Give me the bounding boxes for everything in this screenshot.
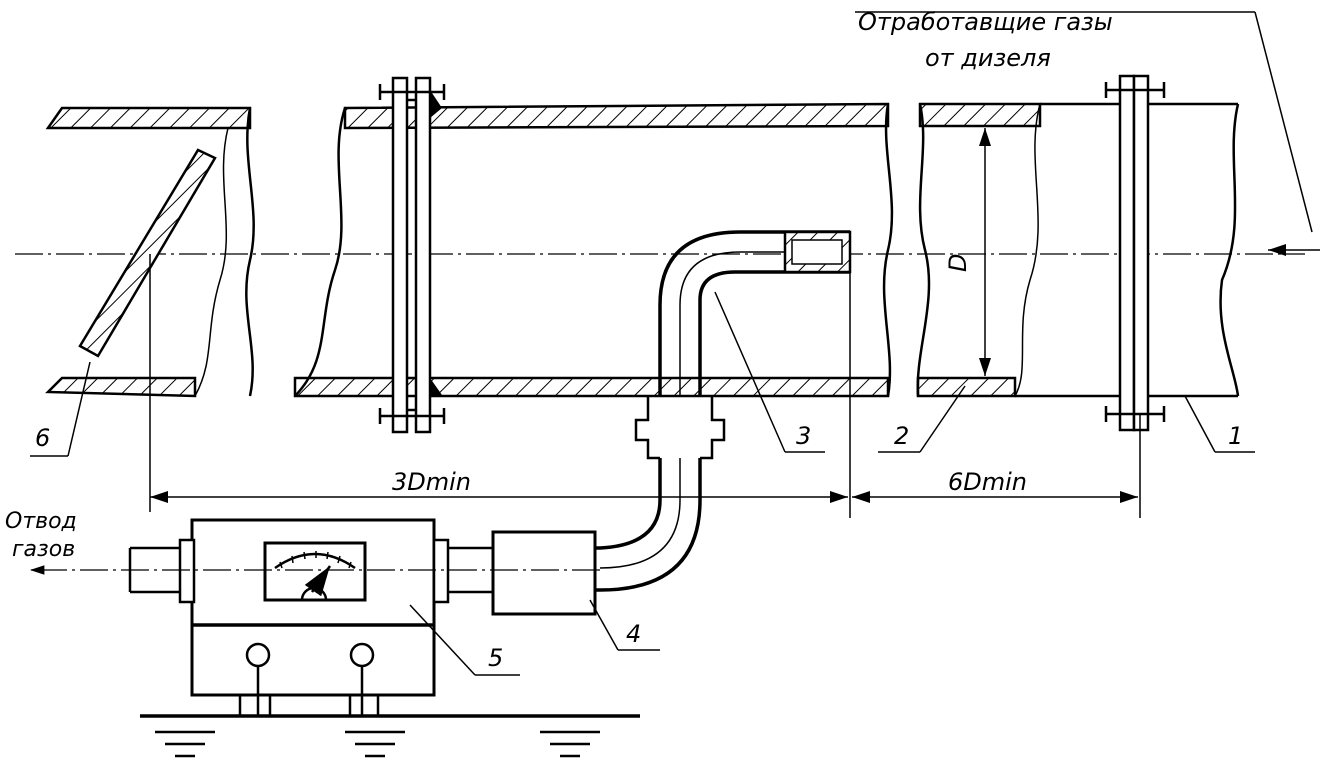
- leader-lines: [30, 11, 1313, 676]
- exhaust-pipe: [45, 102, 1240, 398]
- callout-6: 6: [35, 424, 50, 452]
- pipe-wall-top-a: [45, 106, 252, 130]
- dimension-downstream-label: 6Dmin: [948, 468, 1027, 496]
- sampling-probe-3: [595, 230, 852, 592]
- dimension-upstream-label: 3Dmin: [392, 468, 471, 496]
- indicator-lamp-right: [349, 642, 375, 668]
- pipe-wall-bottom-c: [916, 376, 1017, 398]
- callout-2: 2: [894, 422, 909, 450]
- gauge-dial: [263, 541, 367, 602]
- caption-line-2: от дизеля: [925, 44, 1051, 72]
- dimension-lines: [149, 128, 1141, 518]
- callout-1: 1: [1228, 422, 1243, 450]
- inclined-plate-6: [78, 148, 217, 358]
- pipe-wall-top-c: [918, 102, 1042, 128]
- smoke-meter-5: [128, 518, 493, 715]
- ground-symbol: [140, 714, 640, 758]
- pipe-wall-top-b: [343, 102, 890, 130]
- pipe-flange-right: [1104, 74, 1166, 432]
- pipe-flange-left: [378, 76, 446, 434]
- outlet-label-line-2: газов: [12, 537, 75, 562]
- filter-4: [491, 530, 597, 616]
- outlet-label-line-1: Отвод: [5, 509, 77, 534]
- caption-line-1: Отработавщие газы: [858, 8, 1113, 36]
- pipe-wall-bottom-a: [45, 376, 197, 398]
- callout-3: 3: [796, 422, 811, 450]
- callout-4: 4: [626, 620, 641, 648]
- dimension-diameter-label: D: [944, 254, 972, 272]
- callout-5: 5: [488, 644, 503, 672]
- indicator-lamp-left: [245, 642, 271, 668]
- pipe-wall-bottom-b: [293, 376, 890, 398]
